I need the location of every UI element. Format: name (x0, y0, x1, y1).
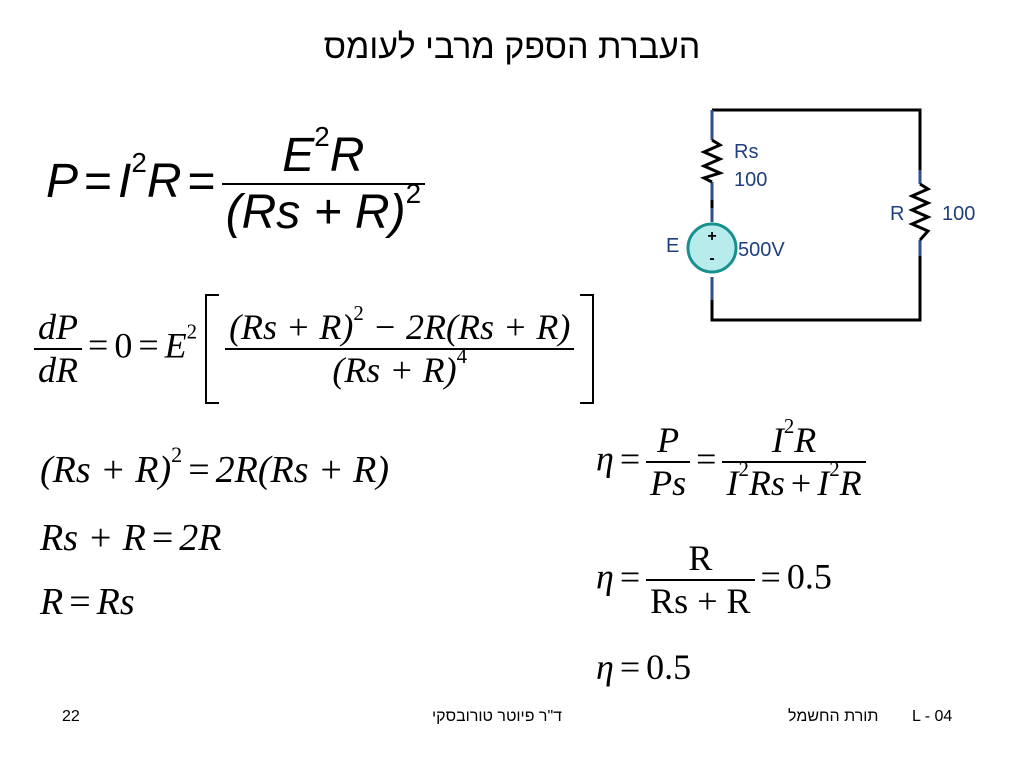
power-current: I (118, 154, 132, 208)
power-current-exp: 2 (131, 146, 147, 178)
step2-equation: Rs + R=2R (40, 517, 222, 559)
eff1-f2-num-i: I (771, 420, 784, 460)
step1-equation: (Rs + R)2=2R(Rs + R) (40, 442, 389, 491)
eff1-f2-den-b: I (817, 463, 830, 504)
eff1-f2-den-a-exp: 2 (738, 457, 749, 482)
eff2-fraction: R Rs + R (646, 538, 755, 623)
step1-rhs: 2R(Rs + R) (215, 449, 389, 491)
eff1-f1-den: Ps (650, 463, 687, 504)
footer-course: תורת החשמל (788, 708, 879, 725)
eta-symbol-3: η (596, 647, 614, 687)
derivative-zero: 0 (114, 325, 133, 366)
power-den: (Rs + R) (225, 186, 406, 240)
power-lhs: P (46, 154, 79, 208)
derivative-den: dR (38, 350, 78, 390)
r-label: R (890, 203, 904, 225)
source-value: 500V (738, 239, 785, 261)
step1-lhs-exp: 2 (171, 442, 183, 468)
eta-symbol-2: η (596, 556, 614, 597)
inner-num-b: − 2R(Rs + R) (372, 306, 571, 347)
efficiency-equation-1: η= P Ps = I2R I2Rs+I2R (596, 416, 866, 505)
power-num-exp: 2 (314, 120, 330, 152)
power-resistance: R (146, 154, 182, 208)
rs-resistor-icon (700, 138, 725, 184)
inner-fraction: (Rs + R)2 − 2R(Rs + R) (Rs + R)4 (225, 302, 575, 392)
left-bracket (205, 294, 220, 404)
eta-symbol-1: η (596, 438, 614, 479)
power-num-r: R (329, 129, 365, 182)
footer-lecture: L - 04 (912, 708, 953, 725)
step3-lhs: R (40, 581, 64, 623)
derivative-e: E (164, 325, 187, 366)
eff2-den: Rs + R (650, 581, 751, 622)
right-bracket (580, 294, 595, 404)
efficiency-equation-2: η= R Rs + R =0.5 (596, 538, 832, 623)
step3-rhs: Rs (96, 581, 135, 623)
eff2-num: R (688, 538, 713, 578)
power-equation: P=I2R= E2R (Rs + R)2 (46, 123, 426, 240)
wire-top (712, 108, 922, 182)
inner-den: (Rs + R) (332, 350, 457, 390)
slide-title: העברת הספק מרבי לעומס (323, 28, 701, 66)
inner-num-a: (Rs + R) (229, 306, 354, 347)
inner-den-exp: 4 (456, 344, 468, 369)
derivative-fraction: dP dR (34, 307, 82, 392)
derivative-num: dP (38, 306, 78, 347)
r-resistor-icon (908, 182, 932, 241)
efficiency-equation-3: η=0.5 (596, 647, 692, 687)
voltage-source-icon (686, 222, 738, 274)
eff1-f2-den-b-exp: 2 (829, 457, 840, 482)
footer-author: ד"ר פיוטר טורובסקי (432, 708, 563, 725)
step2-rhs: 2R (179, 517, 222, 559)
eff1-fraction-b: I2R I2Rs+I2R (722, 416, 866, 505)
eff1-f2-den-a: I (726, 463, 739, 504)
rs-value: 100 (734, 169, 767, 191)
footer-page-number: 22 (62, 708, 80, 725)
eff1-f2-den-b-r: R (839, 463, 862, 504)
eff1-fraction-a: P Ps (646, 420, 691, 505)
eff3-result: 0.5 (646, 647, 692, 687)
terminal-leads (710, 110, 922, 300)
derivative-e-exp: 2 (186, 319, 198, 344)
source-minus: - (709, 250, 714, 267)
circuit-diagram: Rs 100 R 100 + - E 500V (666, 108, 975, 322)
power-num-e: E (282, 129, 315, 182)
power-den-exp: 2 (405, 178, 422, 210)
eff1-f2-num-r: R (794, 420, 817, 460)
rs-label: Rs (734, 141, 758, 163)
step2-lhs: Rs + R (40, 517, 146, 559)
derivative-equation: dP dR =0=E2 (Rs + R)2 − 2R(Rs + R) (Rs +… (34, 294, 595, 404)
eff2-result: 0.5 (786, 556, 832, 597)
source-plus: + (707, 228, 716, 245)
r-value: 100 (942, 203, 975, 225)
source-label: E (666, 235, 679, 257)
step1-lhs: (Rs + R) (40, 449, 172, 491)
step3-equation: R=Rs (40, 581, 135, 623)
power-fraction: E2R (Rs + R)2 (221, 123, 426, 240)
inner-num-a-exp: 2 (353, 300, 364, 325)
eff1-f2-num-exp: 2 (783, 414, 795, 439)
eff1-f1-num: P (657, 420, 680, 460)
eff1-f2-den-a-r: Rs (748, 463, 785, 504)
